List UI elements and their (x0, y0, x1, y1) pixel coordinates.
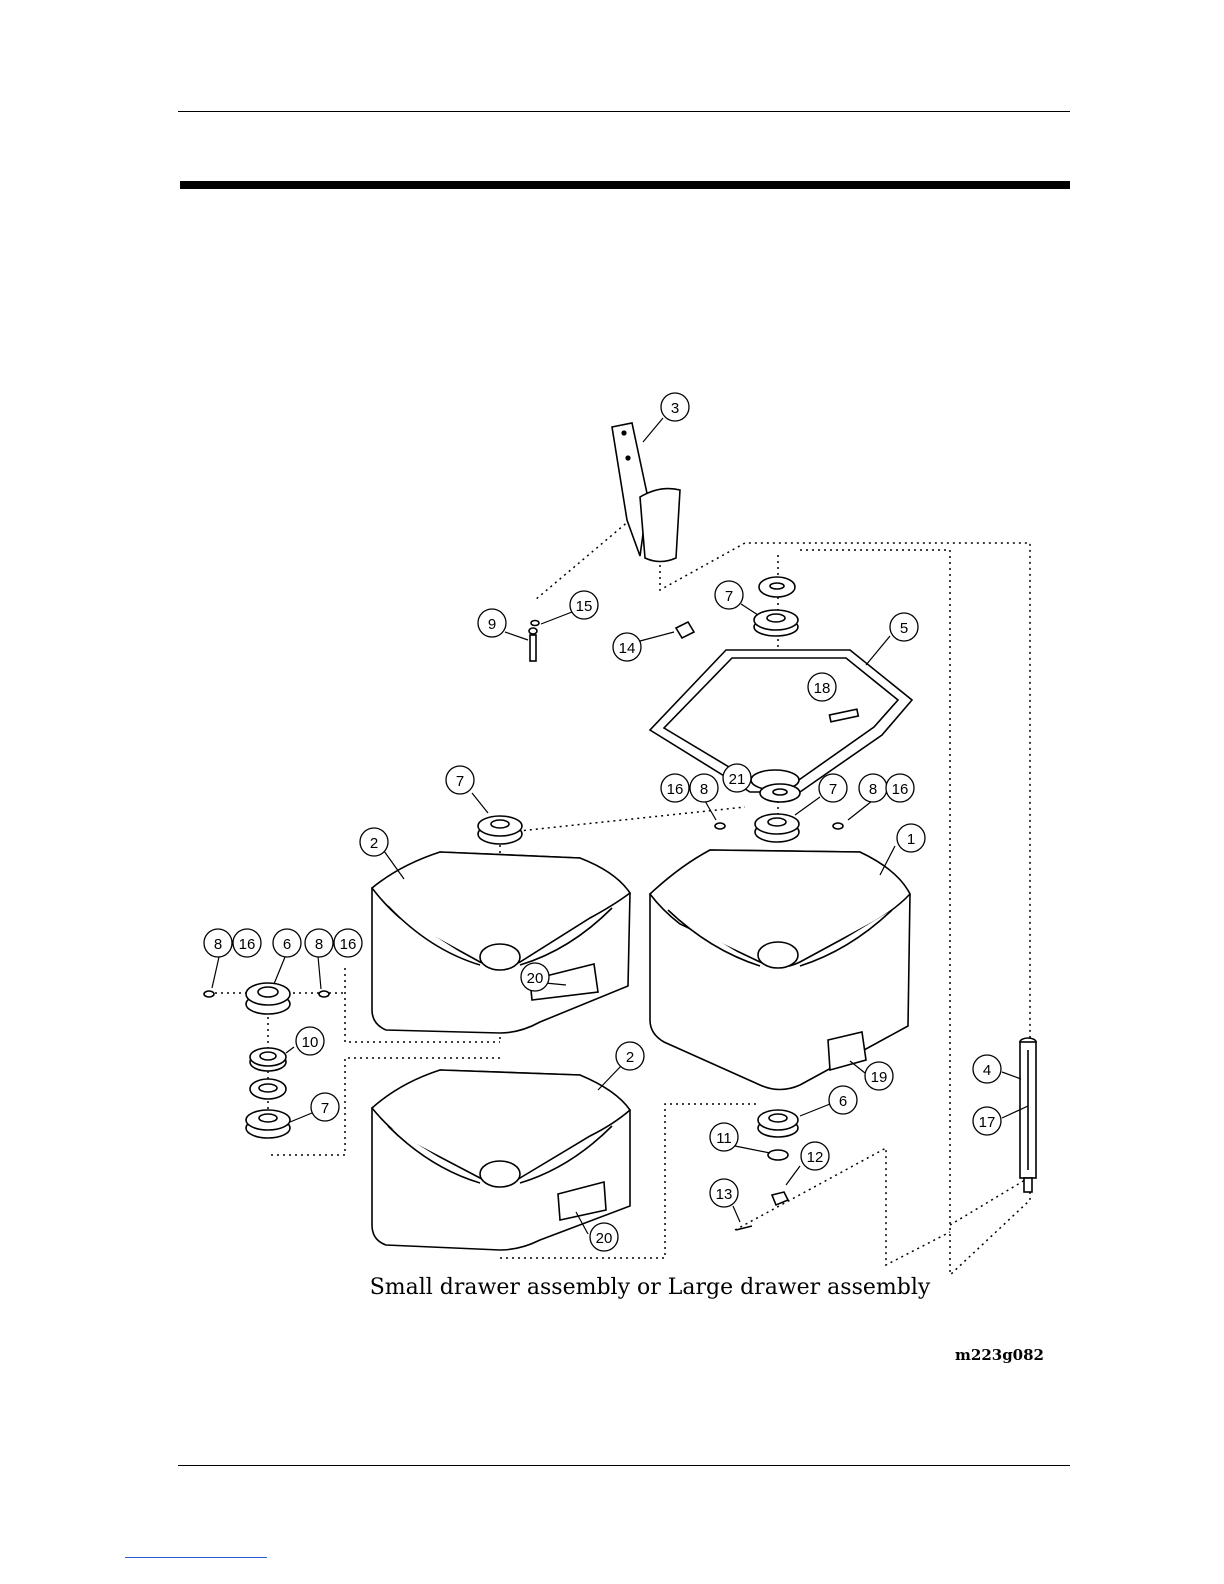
callout-16-side-left: 16 (233, 929, 261, 957)
callout-16-side-right: 16 (334, 929, 362, 957)
nut-part-8-left (715, 823, 725, 829)
callout-20-upper: 20 (521, 963, 549, 991)
svg-text:8: 8 (315, 936, 323, 953)
washer-part-11 (768, 1150, 788, 1160)
nut-part-8-right (833, 823, 843, 829)
svg-text:16: 16 (667, 781, 684, 798)
svg-text:1: 1 (907, 831, 915, 848)
bushing-part-10 (250, 1048, 286, 1071)
callout-5: 5 (890, 613, 918, 641)
bracket-part-3 (612, 423, 680, 562)
callout-6-side: 6 (273, 929, 301, 957)
callout-8-side-left: 8 (204, 929, 232, 957)
svg-text:14: 14 (619, 640, 636, 657)
small-drawer-part-2-lower (372, 1070, 630, 1250)
svg-text:11: 11 (716, 1130, 732, 1147)
callout-16-right: 16 (886, 774, 914, 802)
callout-17: 17 (973, 1107, 1001, 1135)
svg-text:17: 17 (979, 1114, 996, 1131)
large-drawer-part-1 (650, 850, 910, 1090)
figure-code: m223g082 (955, 1346, 1044, 1364)
grommet-part-6-bottom (758, 1110, 798, 1137)
callout-6-bottom: 6 (829, 1086, 857, 1114)
svg-text:16: 16 (340, 936, 357, 953)
svg-text:16: 16 (239, 936, 256, 953)
small-drawer-part-2-upper (372, 852, 630, 1033)
callout-16-left: 16 (661, 774, 689, 802)
footer-link-underline[interactable] (125, 1557, 267, 1558)
svg-text:5: 5 (900, 620, 908, 637)
svg-text:6: 6 (283, 936, 291, 953)
svg-text:4: 4 (983, 1062, 991, 1079)
svg-text:7: 7 (456, 773, 464, 790)
svg-text:6: 6 (839, 1093, 847, 1110)
svg-text:2: 2 (626, 1049, 634, 1066)
callout-14: 14 (613, 633, 641, 661)
svg-text:8: 8 (869, 781, 877, 798)
callout-13: 13 (710, 1179, 738, 1207)
svg-text:20: 20 (527, 970, 544, 987)
svg-text:21: 21 (729, 771, 746, 788)
svg-text:20: 20 (596, 1230, 613, 1247)
diagram-caption: Small drawer assembly or Large drawer as… (300, 1273, 1000, 1303)
grommet-part-7-drawer (478, 816, 522, 844)
svg-text:18: 18 (814, 680, 831, 697)
callout-20-lower: 20 (590, 1223, 618, 1251)
callout-8-right: 8 (859, 774, 887, 802)
callout-7-drawer: 7 (446, 766, 474, 794)
svg-text:15: 15 (576, 598, 593, 615)
nut-part-8-side-right (319, 991, 329, 997)
grommet-part-7-mid (755, 814, 799, 842)
callout-3: 3 (661, 393, 689, 421)
callout-10: 10 (296, 1027, 324, 1055)
callout-19: 19 (865, 1062, 893, 1090)
callout-21: 21 (723, 764, 751, 792)
callout-7-side: 7 (311, 1093, 339, 1121)
callout-4: 4 (973, 1055, 1001, 1083)
svg-text:7: 7 (829, 781, 837, 798)
svg-text:8: 8 (214, 936, 222, 953)
callout-12: 12 (801, 1142, 829, 1170)
pin-part-14 (676, 622, 694, 638)
grommet-part-6-side (246, 983, 290, 1014)
callout-1: 1 (897, 824, 925, 852)
grommet-part-7-top (754, 610, 798, 636)
callout-8-left: 8 (690, 774, 718, 802)
callout-7-mid: 7 (819, 774, 847, 802)
svg-text:16: 16 (892, 781, 909, 798)
callout-11: 11 (710, 1123, 738, 1151)
lid-tray-part-5 (650, 650, 912, 792)
pin-part-13 (736, 1226, 752, 1230)
callout-15: 15 (570, 591, 598, 619)
callout-9: 9 (478, 609, 506, 637)
footer-rule (178, 1465, 1070, 1466)
grommet-part-7-side (246, 1110, 290, 1138)
callout-18: 18 (808, 673, 836, 701)
svg-text:9: 9 (488, 616, 496, 633)
screw-part-9 (529, 628, 537, 661)
svg-text:10: 10 (302, 1034, 319, 1051)
nut-part-8-side-left (204, 991, 214, 997)
nut-part-12 (772, 1192, 788, 1205)
callout-2-lower: 2 (616, 1042, 644, 1070)
svg-text:7: 7 (321, 1100, 329, 1117)
callout-2-upper: 2 (360, 828, 388, 856)
washer-part-15 (531, 621, 539, 626)
svg-text:3: 3 (671, 400, 679, 417)
svg-text:12: 12 (807, 1149, 824, 1166)
svg-text:19: 19 (871, 1069, 888, 1086)
svg-text:7: 7 (725, 588, 733, 605)
svg-text:8: 8 (700, 781, 708, 798)
callout-8-side-right: 8 (305, 929, 333, 957)
svg-text:13: 13 (716, 1186, 733, 1203)
svg-text:2: 2 (370, 835, 378, 852)
rod-part-4 (1020, 1038, 1036, 1192)
callout-7-top: 7 (715, 581, 743, 609)
